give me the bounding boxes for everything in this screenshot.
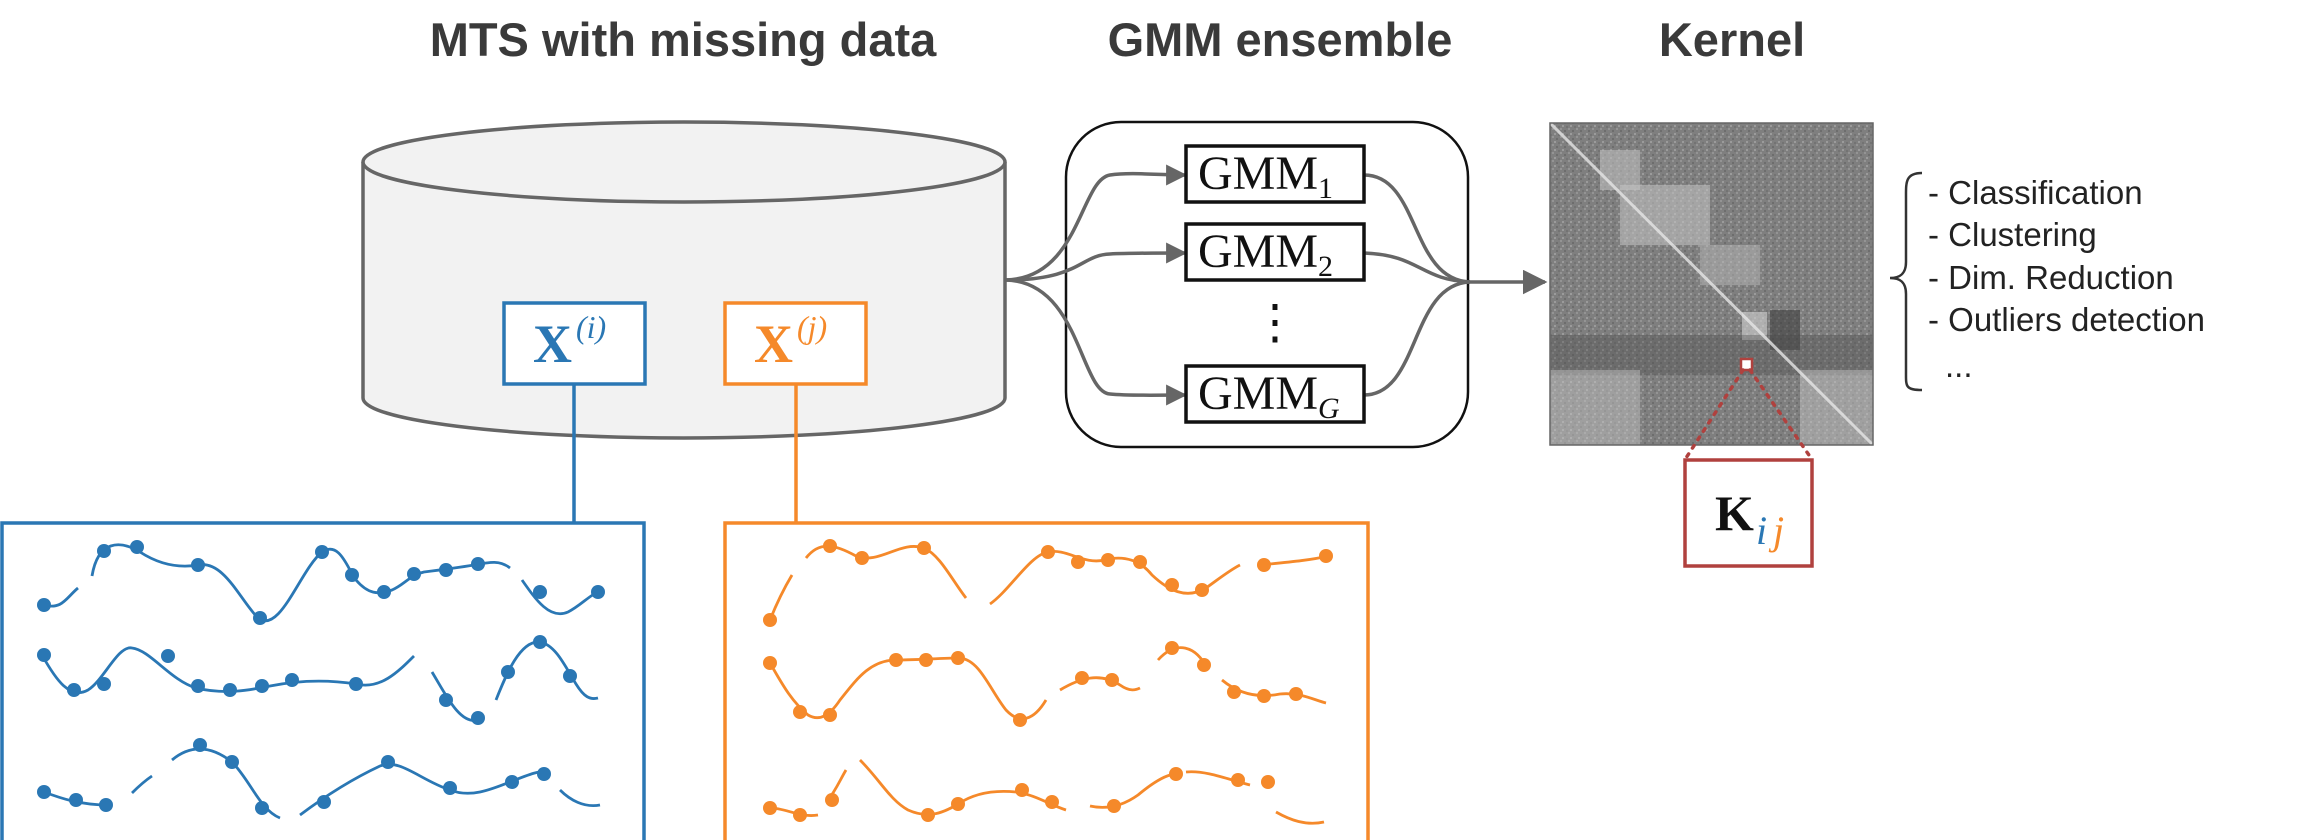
gmm-2-sub: 2 (1318, 250, 1333, 283)
task-more: ... (1945, 347, 1973, 384)
gmm-2-label: GMM (1198, 225, 1318, 278)
gmm-1-label: GMM (1198, 147, 1318, 200)
task-dim-reduction: - Dim. Reduction (1928, 259, 2174, 296)
brace-icon (1889, 171, 1923, 392)
sample-xi-box: X (i) (502, 301, 647, 386)
gmm-1-sub: 1 (1318, 172, 1333, 205)
series-j-points (763, 539, 1333, 822)
kernel-entry-symbol: K (1715, 485, 1754, 541)
kernel-highlight-cell (1739, 357, 1754, 372)
kernel-matrix (1548, 121, 1875, 447)
header-gmm-ensemble: GMM ensemble (1108, 13, 1453, 66)
task-outliers: - Outliers detection (1928, 301, 2205, 338)
gmm-ellipsis: ⋮ (1251, 296, 1299, 349)
gmm-box-1: GMM1 (1184, 144, 1366, 205)
sample-xj-box: X (j) (723, 301, 868, 386)
sample-xi-symbol: X (533, 314, 572, 374)
kernel-entry-box (1683, 458, 1814, 568)
sample-xj-symbol: X (754, 314, 793, 374)
sample-xj-index: (j) (797, 309, 827, 345)
sample-xi-index: (i) (576, 309, 606, 345)
svg-text:GMM1: GMM1 (1198, 147, 1333, 205)
svg-text:GMM2: GMM2 (1198, 225, 1333, 283)
kernel-entry-i: i (1756, 508, 1767, 553)
task-classification: - Classification (1928, 174, 2143, 211)
panel-series-j (723, 521, 1370, 840)
gmm-box-g: GMMG (1184, 364, 1366, 425)
kernel-entry-j: j (1768, 508, 1784, 553)
svg-text:GMMG: GMMG (1198, 367, 1340, 425)
series-i-points (37, 540, 605, 815)
ensemble-input-curves (1005, 164, 1188, 406)
header-mts: MTS with missing data (430, 13, 937, 66)
gmm-box-2: GMM2 (1184, 222, 1366, 283)
database-cylinder-icon (361, 120, 1007, 440)
zoom-lines (1684, 368, 1813, 460)
task-clustering: - Clustering (1928, 216, 2097, 253)
gmm-g-label: GMM (1198, 367, 1318, 420)
gmm-ensemble-container (1064, 120, 1470, 449)
ensemble-output-curves (1363, 173, 1548, 397)
header-kernel: Kernel (1659, 13, 1805, 66)
gmm-g-sub: G (1318, 392, 1340, 425)
